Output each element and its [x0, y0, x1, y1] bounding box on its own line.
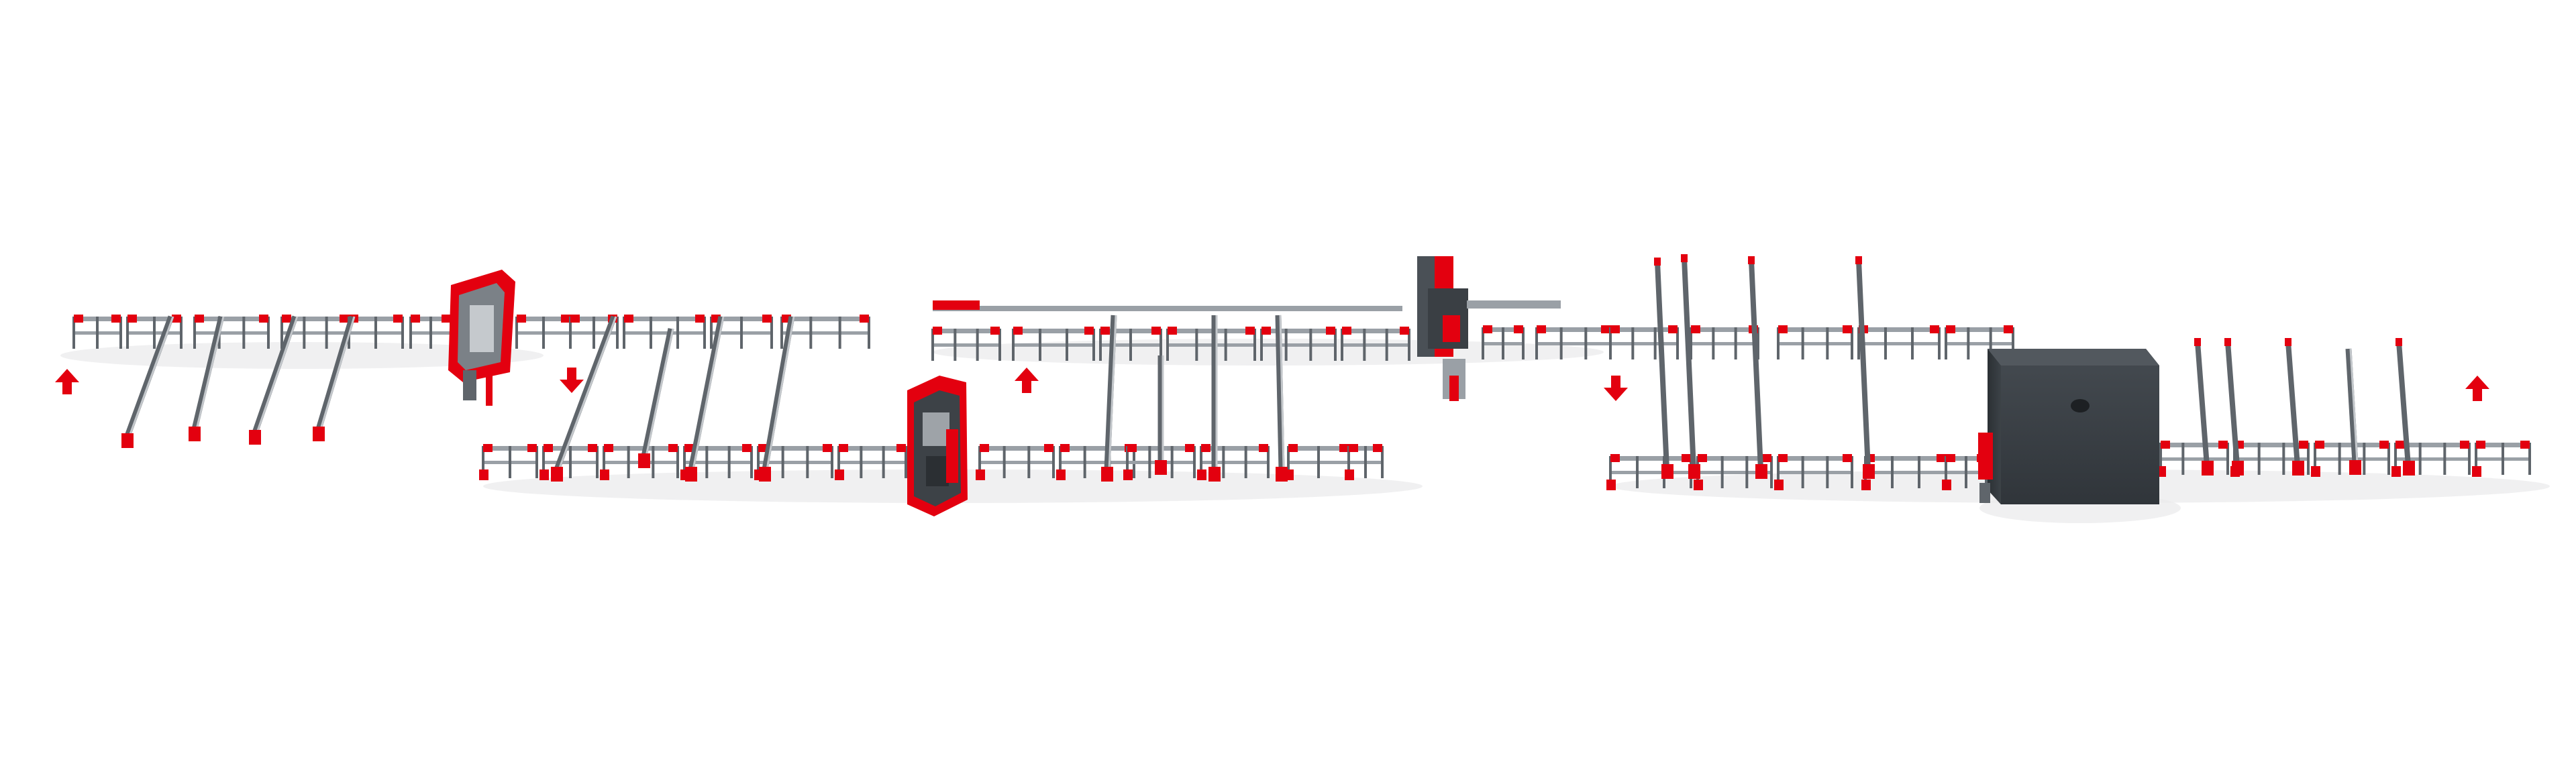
vertical-post [2395, 338, 2415, 476]
cross-transfer [685, 316, 725, 482]
vertical-post [2224, 338, 2244, 476]
cross-transfer [2345, 348, 2361, 475]
roller-table [515, 315, 572, 349]
roller-table [1777, 325, 1853, 359]
vertical-post [1748, 256, 1767, 479]
cross-transfer [551, 315, 617, 482]
roller-table [976, 444, 1055, 480]
saw-machine-left [448, 270, 515, 406]
material-flow-arrow-icon [1604, 376, 1628, 401]
roller-table [1012, 327, 1095, 361]
vertical-post [1855, 256, 1875, 479]
upper-conveyor-line [72, 300, 2014, 361]
roller-table [1197, 444, 1270, 480]
vertical-post [2194, 338, 2214, 476]
roller-table [1260, 327, 1337, 361]
roller-table [126, 315, 183, 349]
roller-table [1166, 327, 1256, 361]
gantry-robot [1417, 256, 1561, 401]
cross-transfer [759, 316, 795, 482]
roller-table [1099, 327, 1162, 361]
cross-transfer [1101, 315, 1117, 482]
vertical-post [2285, 338, 2304, 476]
cross-transfer [1155, 355, 1167, 475]
roller-table [780, 315, 870, 349]
lower-conveyor-line [479, 441, 2531, 490]
roller-table [539, 444, 599, 480]
cross-transfer [1208, 315, 1221, 482]
roller-table [931, 327, 1001, 361]
cross-transfer [121, 315, 174, 448]
roller-table [680, 444, 753, 480]
material-flow-arrow-icon [1015, 368, 1039, 393]
roller-table [1345, 444, 1384, 480]
cross-transfer [1275, 315, 1288, 482]
floor-shadows [60, 339, 2550, 523]
cross-transfer-rails [121, 254, 2415, 482]
roller-table [1945, 325, 2014, 359]
cross-transfer [189, 315, 225, 441]
drilling-machine-center [907, 376, 968, 516]
roller-table [1341, 327, 1410, 361]
roller-table [835, 444, 907, 480]
roller-table [623, 315, 706, 349]
roller-table [2391, 441, 2471, 477]
material-flow-arrow-icon [55, 369, 79, 394]
vertical-post [1654, 258, 1673, 479]
roller-table [409, 315, 452, 349]
roller-table [1482, 325, 1525, 359]
material-flow-arrow-icon [2465, 376, 2489, 401]
cross-transfer [638, 328, 674, 468]
cross-transfer [313, 315, 356, 441]
roller-table [72, 315, 122, 349]
roller-table [1609, 325, 1679, 359]
enclosed-blasting-machine [1978, 349, 2159, 504]
roller-table [2472, 441, 2531, 477]
vertical-post [1681, 254, 1700, 479]
roller-table [1774, 454, 1853, 490]
roller-table [479, 444, 538, 480]
rail-end-block [933, 300, 980, 310]
roller-table [1690, 325, 1759, 359]
roller-table [1857, 325, 1941, 359]
material-flow-arrow-icon [560, 368, 584, 393]
cross-transfer [249, 315, 299, 445]
upper-main-rail [933, 306, 1402, 311]
material-flow-arrows [55, 368, 2489, 401]
